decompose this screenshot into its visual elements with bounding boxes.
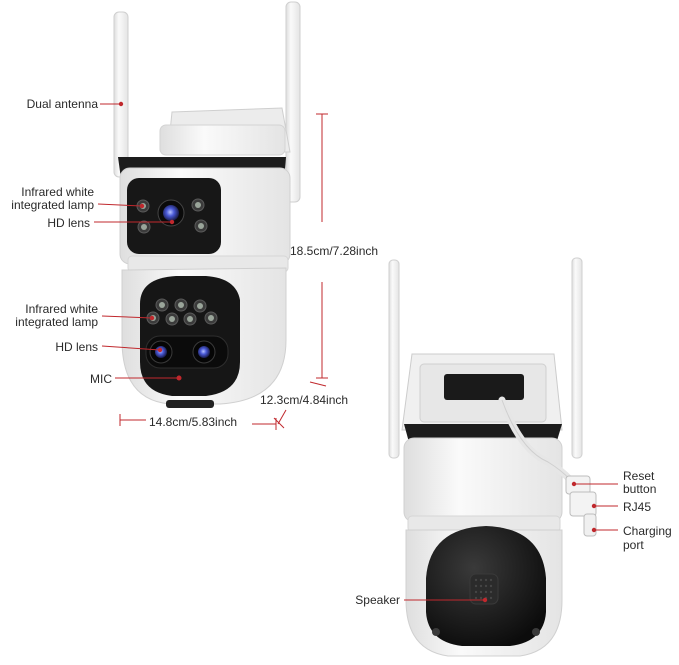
back-left-antenna bbox=[388, 259, 400, 459]
charging-label-line2: port bbox=[623, 538, 644, 552]
dimension-lines bbox=[119, 113, 328, 430]
width-dimension: 14.8cm/5.83inch bbox=[149, 415, 238, 429]
ir-lamp-top-label-line1: Infrared white bbox=[21, 185, 94, 199]
mic-label: MIC bbox=[90, 372, 112, 386]
dual-antenna-label: Dual antenna bbox=[26, 97, 98, 111]
front-camera bbox=[113, 1, 301, 408]
charging-label-line1: Charging bbox=[623, 524, 672, 538]
ir-lamp-top-label-line2: integrated lamp bbox=[11, 198, 94, 212]
ir-lamp-bottom-label-line2: integrated lamp bbox=[15, 315, 98, 329]
back-camera bbox=[388, 257, 597, 657]
leader-lines bbox=[94, 103, 618, 601]
speaker-grille bbox=[469, 573, 499, 605]
hd-lens-top-label: HD lens bbox=[47, 216, 90, 230]
reset-label-line2: button bbox=[623, 482, 657, 496]
rj45-label: RJ45 bbox=[623, 500, 652, 514]
leader-dots bbox=[118, 101, 597, 603]
height-dimension: 18.5cm/7.28inch bbox=[290, 244, 379, 258]
speaker-label: Speaker bbox=[355, 593, 400, 607]
ir-lamp-bottom-label-line1: Infrared white bbox=[25, 302, 98, 316]
depth-dimension: 12.3cm/4.84inch bbox=[260, 393, 349, 407]
reset-label-line1: Reset bbox=[623, 469, 655, 483]
hd-lens-bottom-label: HD lens bbox=[55, 340, 98, 354]
left-antenna bbox=[113, 11, 129, 178]
back-right-antenna bbox=[571, 257, 583, 459]
